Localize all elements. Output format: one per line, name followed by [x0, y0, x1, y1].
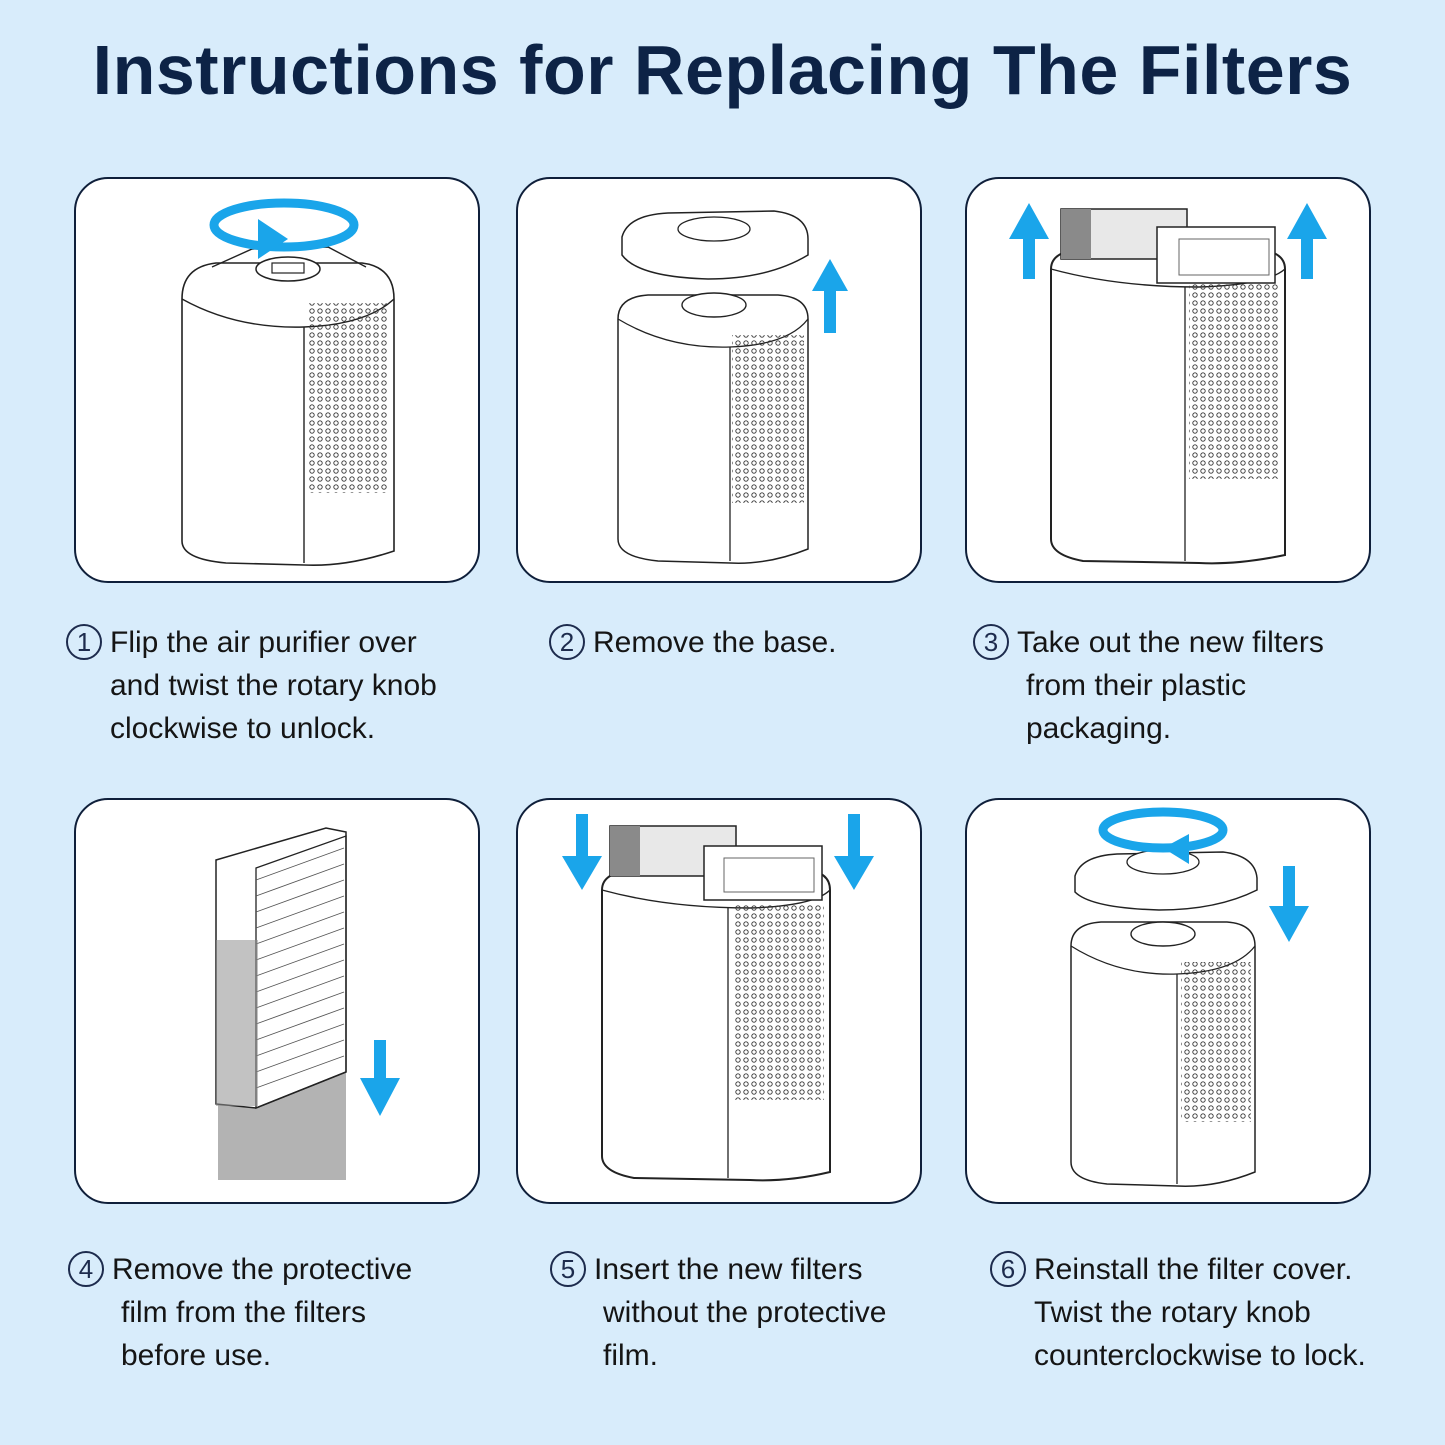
up-arrow-icon: [1009, 203, 1049, 279]
step-6-illustration: [965, 798, 1371, 1204]
step-5-line-3: film.: [603, 1339, 658, 1372]
rotate-clockwise-arrow-icon: [209, 198, 359, 259]
down-arrow-icon: [834, 814, 874, 890]
step-2-number: 2: [549, 624, 585, 660]
step-2-text: 2 Remove the base.: [549, 621, 836, 664]
down-arrow-icon: [360, 1040, 400, 1116]
step-1-line-2: and twist the rotary knob: [110, 669, 437, 702]
page-title: Instructions for Replacing The Filters: [92, 31, 1353, 109]
step-5-illustration: [516, 798, 922, 1204]
step-6-text: 6 Reinstall the filter cover. Twist the …: [990, 1248, 1366, 1377]
step-4-line-3: before use.: [121, 1339, 272, 1372]
step-3-line-1: Take out the new filters: [1017, 626, 1324, 659]
step-1-text: 1 Flip the air purifier over and twist t…: [66, 621, 437, 750]
step-6-line-1: Reinstall the filter cover.: [1034, 1253, 1353, 1286]
rotate-counterclockwise-arrow-icon: [1098, 807, 1228, 864]
step-4-line-2: film from the filters: [121, 1296, 367, 1329]
step-3-line-3: packaging.: [1026, 712, 1172, 745]
filter-film-removal-illustration: [215, 827, 400, 1180]
step-4-number: 4: [68, 1251, 104, 1287]
step-5-line-1: Insert the new filters: [594, 1253, 863, 1286]
purifier-remove-base-illustration: [617, 210, 848, 564]
step-2-illustration: [516, 177, 922, 583]
step-5-text: 5 Insert the new filters without the pro…: [550, 1248, 887, 1377]
filters-take-out-illustration: [1009, 203, 1327, 565]
step-1-line-1: Flip the air purifier over: [110, 626, 417, 659]
filters-insert-illustration: [562, 814, 874, 1182]
step-3-illustration: [965, 177, 1371, 583]
step-3-number: 3: [973, 624, 1009, 660]
step-6-number: 6: [990, 1251, 1026, 1287]
step-5-line-2: without the protective: [603, 1296, 887, 1329]
step-1-number: 1: [66, 624, 102, 660]
step-3-line-2: from their plastic: [1026, 669, 1247, 702]
step-4-illustration: [74, 798, 480, 1204]
step-4-text: 4 Remove the protective film from the fi…: [68, 1248, 412, 1377]
step-5-number: 5: [550, 1251, 586, 1287]
up-arrow-icon: [1287, 203, 1327, 279]
cover-reinstall-illustration: [1070, 807, 1309, 1187]
purifier-flip-illustration: [181, 198, 395, 567]
step-1-illustration: [74, 177, 480, 583]
down-arrow-icon: [1269, 866, 1309, 942]
down-arrow-icon: [562, 814, 602, 890]
step-4-line-1: Remove the protective: [112, 1253, 413, 1286]
step-6-line-2: Twist the rotary knob: [1034, 1296, 1311, 1329]
step-3-text: 3 Take out the new filters from their pl…: [973, 621, 1324, 750]
up-arrow-icon: [812, 259, 848, 333]
step-1-line-3: clockwise to unlock.: [110, 712, 376, 745]
step-6-line-3: counterclockwise to lock.: [1034, 1339, 1366, 1372]
step-2-line-1: Remove the base.: [593, 626, 837, 659]
